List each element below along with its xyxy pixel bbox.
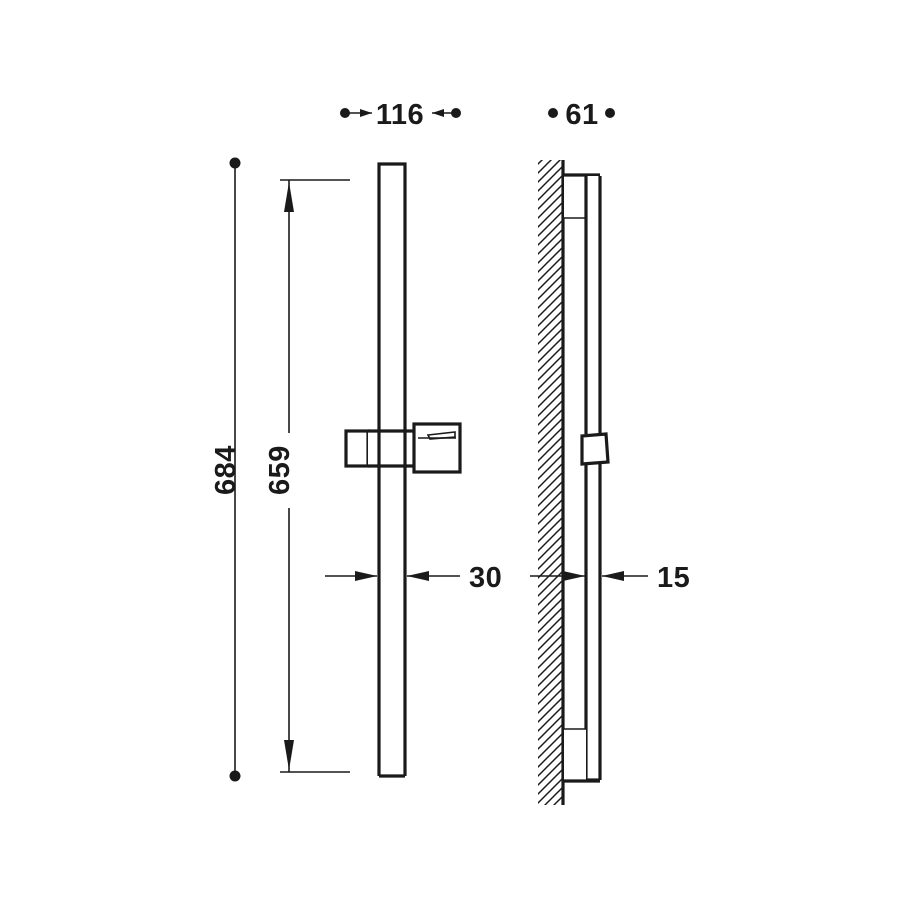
dim-side-width-61: 61: [548, 99, 615, 131]
side-slider-block: [580, 432, 610, 466]
dim-dot-61-left: [548, 108, 558, 118]
bar-outline: [377, 162, 407, 776]
dim-arrow-15-left: [563, 571, 585, 581]
wall-hatch-fill: [538, 160, 563, 805]
dim-label-659: 659: [264, 445, 296, 495]
front-slide-bar: [377, 162, 407, 778]
dim-arrow-15-right: [602, 571, 624, 581]
side-slider-holder: [580, 432, 610, 466]
dim-bar-height-659: 659: [264, 179, 350, 773]
slider-head: [412, 422, 462, 474]
dim-dot-bottom: [229, 770, 241, 782]
slider-left-cap-fill: [346, 431, 368, 466]
side-top-bracket: [564, 173, 600, 219]
dim-bracket-width-116: 116: [340, 99, 461, 131]
side-view-group: 61: [530, 99, 690, 805]
wall-section: [538, 160, 565, 805]
side-slide-bar: [584, 176, 602, 782]
dim-arrow-down-659: [284, 740, 294, 770]
dim-bar-depth-30: 30: [325, 562, 502, 594]
top-bracket-fill: [564, 175, 586, 218]
dim-label-116: 116: [376, 99, 424, 131]
slider-head-fill: [414, 424, 460, 472]
dim-bar-thickness-15: 15: [530, 562, 690, 594]
side-slider-fill: [580, 434, 608, 464]
dim-dot-61-right: [605, 108, 615, 118]
dim-label-30: 30: [469, 562, 502, 594]
slider-arm-fill: [368, 431, 414, 466]
dim-arrow-up-659: [284, 182, 294, 212]
side-bottom-bracket: [564, 728, 600, 783]
dim-label-15: 15: [657, 562, 690, 594]
slider-head-tab-detail: [426, 431, 456, 440]
dim-label-61: 61: [565, 99, 598, 131]
dim-label-684: 684: [210, 445, 242, 495]
dim-arrow-30-right: [407, 571, 429, 581]
dim-overall-height-684: 684: [210, 157, 242, 782]
front-slider-holder: [344, 422, 462, 474]
dim-arrow-right-inward: [432, 109, 444, 117]
front-view-group: 116 684 659: [210, 99, 502, 782]
bar-fill: [379, 164, 405, 776]
bottom-bracket-fill: [564, 729, 586, 781]
side-bar-fill: [587, 176, 600, 780]
dim-arrow-30-left: [355, 571, 377, 581]
dim-arrow-left-inward: [360, 109, 372, 117]
